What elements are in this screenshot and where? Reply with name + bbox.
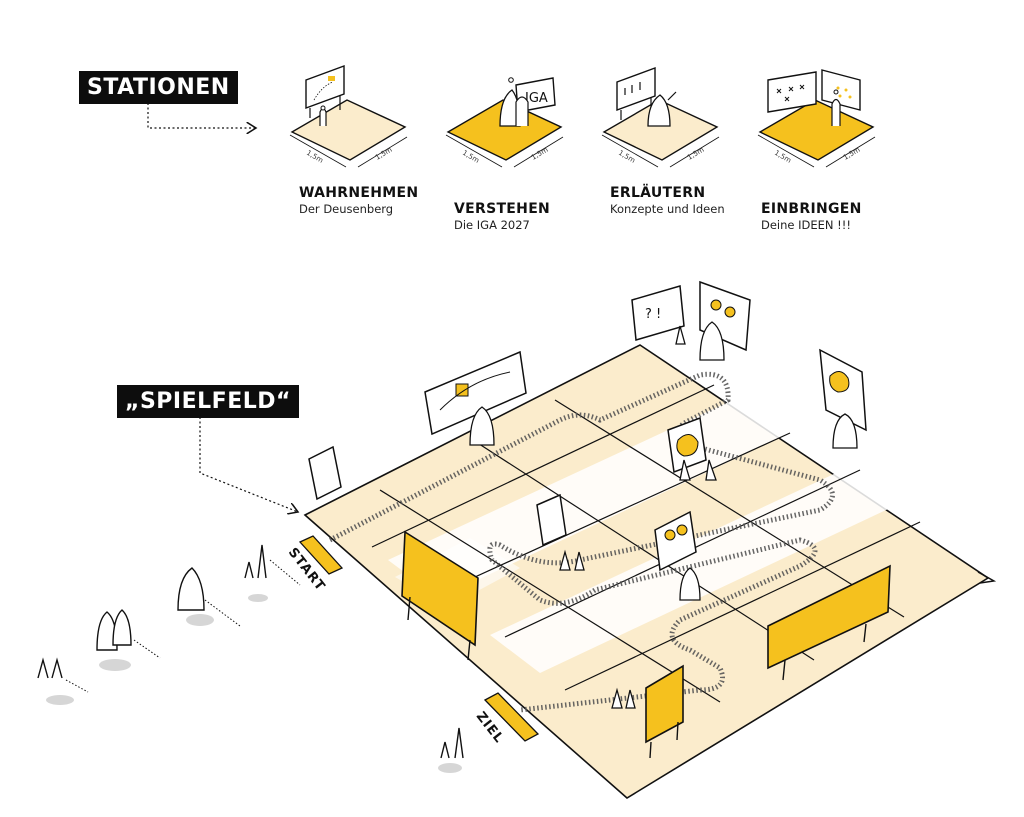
yellow-board-bottom <box>645 664 684 744</box>
station-title: EINBRINGEN <box>761 201 862 217</box>
station-wahrnehmen-caption: WAHRNEHMEN Der Deusenberg <box>299 185 449 217</box>
dimension-label: 1,5m <box>617 149 637 165</box>
station-wahrnehmen-tile: 1,5m 1,5m <box>289 64 408 168</box>
station-subtitle: Deine IDEEN !!! <box>761 217 852 232</box>
station-erlaeutern-tile: 1,5m 1,5m <box>601 66 720 168</box>
field-board-blob <box>667 416 707 474</box>
queue-figures <box>37 544 464 773</box>
field-board-plan <box>424 350 527 436</box>
station-subtitle: Die IGA 2027 <box>454 217 530 232</box>
path-track <box>328 371 835 713</box>
dimension-label: 1,5m <box>773 149 793 165</box>
stationen-label: STATIONEN <box>79 71 238 104</box>
station-erlaeutern-caption: ERLÄUTERN Konzepte und Ideen <box>610 185 760 217</box>
dimension-label: 1,5m <box>686 146 706 162</box>
station-subtitle: Konzepte und Ideen <box>610 201 725 216</box>
station-einbringen-tile: 1,5m 1,5m <box>757 69 876 168</box>
iga-board-text: IGA <box>525 91 548 106</box>
station-subtitle: Der Deusenberg <box>299 201 394 216</box>
yellow-board-left <box>401 530 479 647</box>
stationen-pointer-arrow <box>147 103 256 128</box>
station-einbringen-caption: EINBRINGEN Deine IDEEN !!! <box>761 201 911 233</box>
dimension-label: 1,5m <box>530 146 550 162</box>
field-board-right-ideas <box>654 510 697 572</box>
field-board-small-left <box>308 445 342 501</box>
dimension-label: 1,5m <box>461 149 481 165</box>
visitor-figures <box>469 321 858 709</box>
field-board-center <box>536 493 567 547</box>
station-verstehen-tile: 1,5m 1,5m IGA <box>445 77 564 168</box>
field-board-question: ? ! <box>631 285 685 341</box>
station-title: ERLÄUTERN <box>610 185 706 201</box>
dimension-label: 1,5m <box>374 146 394 162</box>
field-board-map <box>819 348 867 432</box>
station-title: VERSTEHEN <box>454 201 551 217</box>
question-board-text: ? ! <box>645 307 661 322</box>
yellow-board-right <box>767 564 891 670</box>
dimension-label: 1,5m <box>842 146 862 162</box>
spielfeld-pointer-arrow <box>199 417 298 512</box>
station-title: WAHRNEHMEN <box>299 185 419 201</box>
dimension-label: 1,5m <box>305 149 325 165</box>
spielfeld-label: „SPIELFELD“ <box>117 385 299 418</box>
station-verstehen-caption: VERSTEHEN Die IGA 2027 <box>454 201 604 233</box>
start-bar <box>298 535 344 575</box>
ziel-bar <box>483 692 540 742</box>
